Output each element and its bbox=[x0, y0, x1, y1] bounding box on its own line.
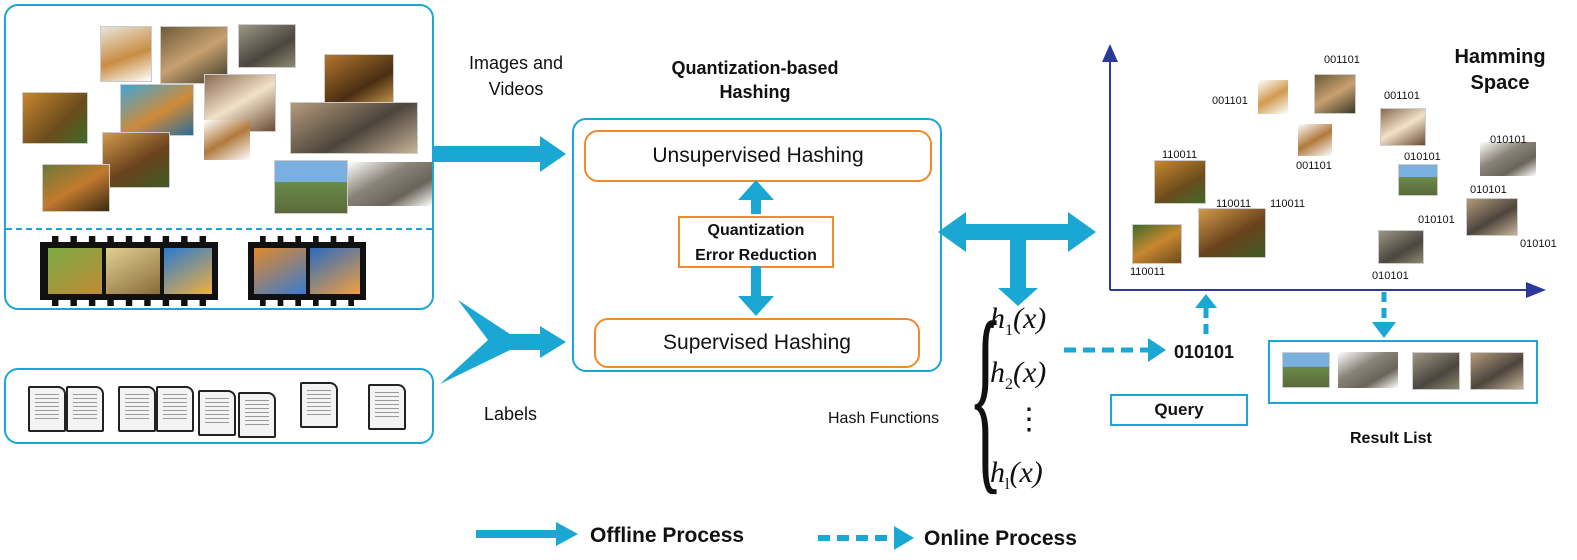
hash-function-hl: hl(x) bbox=[990, 456, 1043, 493]
query-code: 010101 bbox=[1174, 342, 1235, 362]
tiger-photo bbox=[42, 164, 110, 212]
result-list-box bbox=[1268, 340, 1538, 404]
hash-code: 010101 bbox=[1372, 270, 1409, 282]
images-and-videos-label: Images and Videos bbox=[468, 53, 564, 99]
offline-arrow bbox=[432, 136, 566, 172]
tiger-photo bbox=[22, 92, 88, 144]
images-videos-panel bbox=[4, 4, 434, 310]
hamming-space-title: Hamming Space bbox=[1454, 46, 1546, 94]
unsupervised-hashing-label: Unsupervised Hashing bbox=[652, 144, 864, 167]
query-label: Query bbox=[1154, 400, 1204, 419]
hash-code: 010101 bbox=[1404, 151, 1441, 163]
tiger-photo bbox=[1198, 208, 1266, 258]
hash-code: 001101 bbox=[1212, 95, 1248, 107]
hash-function-h2: h2(x) bbox=[990, 356, 1047, 393]
rhino-photo bbox=[348, 162, 432, 206]
beagle-photo bbox=[1298, 124, 1332, 156]
puppy-photo bbox=[1380, 108, 1426, 146]
video-filmstrip bbox=[40, 236, 218, 306]
rhino-photo bbox=[290, 102, 418, 154]
hash-code: 010101 bbox=[1520, 238, 1557, 250]
document-icon bbox=[66, 386, 104, 432]
divider bbox=[6, 228, 432, 230]
result-list-label: Result List bbox=[1350, 430, 1432, 447]
query-box: Query bbox=[1110, 394, 1248, 426]
document-icon bbox=[28, 386, 66, 432]
hash-code: 010101 bbox=[1470, 184, 1507, 196]
quantization-hashing-title: Quantization-based Hashing bbox=[671, 58, 839, 102]
hash-code: 110011 bbox=[1270, 198, 1306, 210]
rhino-photo bbox=[1470, 352, 1524, 390]
rhino-photo bbox=[1338, 352, 1398, 388]
beagle-photo bbox=[1314, 74, 1356, 114]
hash-code: 110011 bbox=[1216, 198, 1252, 210]
hash-code: 110011 bbox=[1162, 149, 1198, 161]
supervised-hashing-label: Supervised Hashing bbox=[663, 331, 851, 354]
rhino-photo bbox=[1412, 352, 1460, 390]
beagle-photo bbox=[204, 120, 250, 160]
unsupervised-hashing-box: Unsupervised Hashing bbox=[584, 130, 932, 182]
rhino-photo bbox=[1398, 164, 1438, 196]
hash-functions-label: Hash Functions bbox=[828, 410, 940, 427]
labels-label: Labels bbox=[484, 404, 538, 424]
double-arrow bbox=[738, 266, 774, 316]
tiger-water-photo bbox=[120, 84, 194, 136]
double-arrow bbox=[938, 212, 1096, 252]
hash-function-ellipsis: ⋮ bbox=[1014, 403, 1044, 436]
double-arrow bbox=[738, 180, 774, 214]
rhino-photo bbox=[1282, 352, 1330, 388]
rhino-photo bbox=[238, 24, 296, 68]
document-icon bbox=[238, 392, 276, 438]
legend-offline-label: Offline Process bbox=[590, 524, 745, 547]
offline-arrow bbox=[998, 240, 1038, 306]
legend-offline-arrow bbox=[476, 530, 558, 538]
rhino-photo bbox=[1466, 198, 1518, 236]
labels-panel bbox=[4, 368, 434, 444]
rhino-photo bbox=[1480, 142, 1536, 176]
hash-code: 010101 bbox=[1418, 214, 1455, 226]
legend-online-label: Online Process bbox=[924, 527, 1077, 550]
video-filmstrip bbox=[248, 236, 366, 306]
supervised-hashing-box: Supervised Hashing bbox=[594, 318, 920, 368]
tiger-photo bbox=[1154, 160, 1206, 204]
document-icon bbox=[156, 386, 194, 432]
tiger-photo bbox=[1132, 224, 1182, 264]
hash-code: 010101 bbox=[1490, 134, 1527, 146]
rhino-photo bbox=[1378, 230, 1424, 264]
hash-code: 001101 bbox=[1296, 160, 1332, 172]
dog-photo bbox=[1258, 80, 1288, 114]
document-icon bbox=[300, 382, 338, 428]
hash-function-h1: h1(x) bbox=[990, 302, 1047, 339]
document-icon bbox=[368, 384, 406, 430]
tiger-photo bbox=[102, 132, 170, 188]
quantization-error-reduction-box: Quantization Error Reduction bbox=[678, 216, 834, 268]
hash-functions-brace: { bbox=[968, 280, 1004, 512]
rhino-photo bbox=[274, 160, 348, 214]
document-icon bbox=[118, 386, 156, 432]
hash-code: 001101 bbox=[1324, 54, 1360, 66]
hash-code: 110011 bbox=[1130, 266, 1166, 278]
tiger-photo bbox=[324, 54, 394, 108]
hash-code: 001101 bbox=[1384, 90, 1420, 102]
dog-photo bbox=[100, 26, 152, 82]
document-icon bbox=[198, 390, 236, 436]
offline-arrow bbox=[440, 300, 566, 384]
